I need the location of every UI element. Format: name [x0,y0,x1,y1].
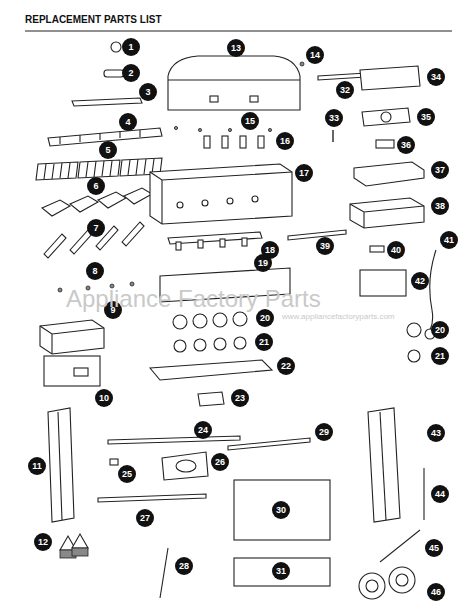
page-title: REPLACEMENT PARTS LIST [25,14,161,25]
callout-number: 45 [425,539,443,557]
callout-number: 13 [227,39,245,57]
callout-number: 1 [122,38,140,56]
callout-number: 31 [272,562,290,580]
callout-number: 35 [417,108,435,126]
callout-number: 16 [276,132,294,150]
callout-number: 25 [118,465,136,483]
callout-number: 12 [34,533,52,551]
callout-number: 8 [86,262,104,280]
callout-number: 5 [99,141,117,159]
callout-number: 38 [431,197,449,215]
callout-number: 21 [255,333,273,351]
callout-number: 23 [231,389,249,407]
callout-number: 15 [241,112,259,130]
callout-number: 36 [397,136,415,154]
callout-number: 21 [431,347,449,365]
watermark: www.appliancefactoryparts.com [282,312,395,321]
callout-number: 14 [306,46,324,64]
callout-number: 32 [336,81,354,99]
callout-number: 33 [325,109,343,127]
callout-number: 37 [431,161,449,179]
callout-number: 43 [427,424,445,442]
callout-number: 3 [139,83,157,101]
callout-number: 11 [28,457,46,475]
callout-number: 34 [427,68,445,86]
callout-number: 10 [95,389,113,407]
callout-number: 2 [122,64,140,82]
watermark: Appliance Factory Parts [66,285,321,313]
callout-number: 44 [431,485,449,503]
callout-number: 40 [387,241,405,259]
callout-number: 4 [119,113,137,131]
callout-number: 17 [295,164,313,182]
callout-number: 22 [277,357,295,375]
callout-number: 27 [136,509,154,527]
callout-number: 39 [316,237,334,255]
callout-number: 20 [431,321,449,339]
callout-number: 28 [175,557,193,575]
callout-number: 19 [254,254,272,272]
callout-number: 42 [411,272,429,290]
callout-number: 7 [87,219,105,237]
callout-number: 24 [194,421,212,439]
callout-number: 41 [440,231,458,249]
callout-number: 30 [272,501,290,519]
callout-number: 46 [427,583,445,601]
callout-number: 29 [315,423,333,441]
callout-number: 6 [87,177,105,195]
callout-number: 26 [211,453,229,471]
